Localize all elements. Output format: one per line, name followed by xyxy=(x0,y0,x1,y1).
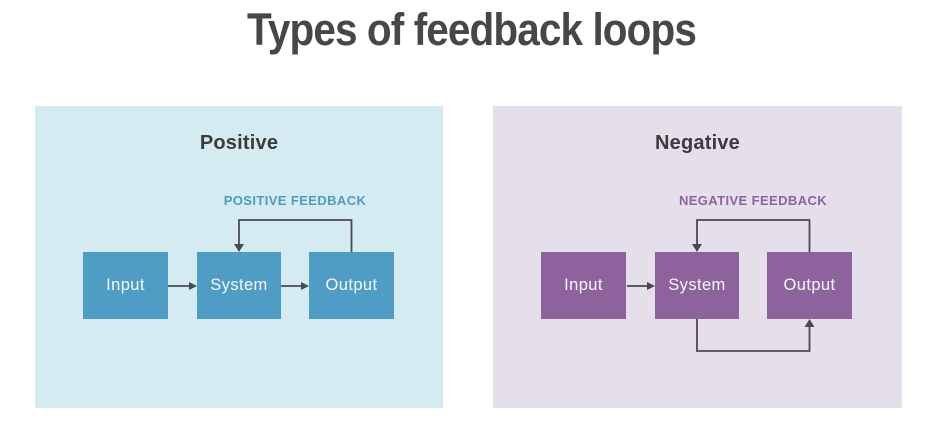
arrow-system-to-output-bottom xyxy=(696,319,811,352)
negative-node-input: Input xyxy=(541,252,626,319)
positive-panel-heading: Positive xyxy=(199,132,279,154)
positive-feedback-label: POSITIVE FEEDBACK xyxy=(223,193,367,208)
negative-panel-heading: Negative xyxy=(655,132,740,154)
positive-node-output: Output xyxy=(309,252,394,319)
arrowhead-input-to-system xyxy=(647,282,655,290)
arrowhead-feedback-loop-top xyxy=(692,244,702,252)
positive-node-system: System xyxy=(197,252,281,319)
negative-panel: Negative NEGATIVE FEEDBACK Input System … xyxy=(493,106,902,408)
arrowhead-feedback-loop-top xyxy=(234,244,244,252)
arrow-feedback-loop-top xyxy=(696,219,811,252)
arrowhead-system-to-output-bottom xyxy=(804,319,815,327)
positive-node-input: Input xyxy=(83,252,168,319)
arrowhead-system-to-output xyxy=(301,282,309,290)
positive-panel: Positive POSITIVE FEEDBACK Input System … xyxy=(35,106,443,408)
negative-feedback-label: NEGATIVE FEEDBACK xyxy=(678,193,828,208)
arrowhead-input-to-system xyxy=(189,282,197,290)
page-title: Types of feedback loops xyxy=(247,4,697,55)
arrow-feedback-loop-top xyxy=(238,219,353,252)
negative-node-system: System xyxy=(655,252,739,319)
negative-node-output: Output xyxy=(767,252,852,319)
